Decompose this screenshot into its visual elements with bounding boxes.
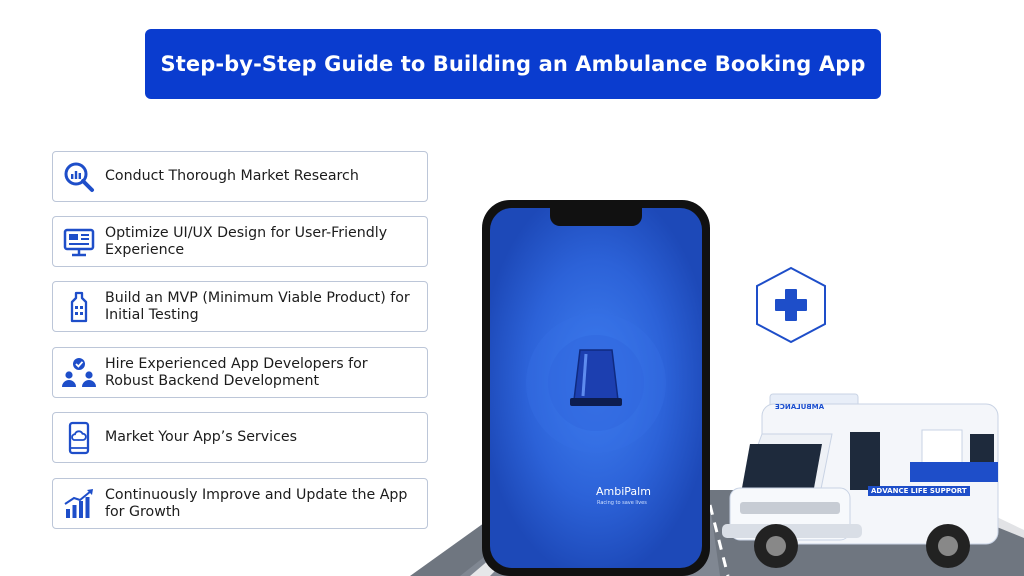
- marketing-icon: [53, 413, 105, 462]
- siren-icon: [570, 349, 622, 406]
- title-banner: Step-by-Step Guide to Building an Ambula…: [145, 29, 881, 99]
- step-label: Hire Experienced App Developers for Robu…: [105, 356, 368, 389]
- phone-tagline: Racing to save lives: [597, 500, 647, 506]
- step-item-growth: Continuously Improve and Update the App …: [52, 478, 428, 529]
- developers-icon: [53, 348, 105, 397]
- market-research-icon: [53, 152, 105, 201]
- medical-cross-icon: [756, 266, 826, 344]
- step-item-marketing: Market Your App’s Services: [52, 412, 428, 463]
- phone-mockup: [482, 200, 710, 576]
- illustration-scene: AmbiPalm Racing to save lives AMBULANCE …: [380, 130, 1024, 576]
- ui-ux-design-icon: [53, 217, 105, 266]
- page-title: Step-by-Step Guide to Building an Ambula…: [160, 52, 866, 76]
- growth-chart-icon: [53, 479, 105, 528]
- step-label: Market Your App’s Services: [105, 429, 298, 446]
- step-item-ui-ux: Optimize UI/UX Design for User-Friendly …: [52, 216, 428, 267]
- step-label: Optimize UI/UX Design for User-Friendly …: [105, 225, 388, 258]
- step-label: Build an MVP (Minimum Viable Product) fo…: [105, 290, 410, 323]
- ambulance-illustration: [722, 393, 999, 568]
- step-item-mvp: Build an MVP (Minimum Viable Product) fo…: [52, 281, 428, 332]
- step-label: Conduct Thorough Market Research: [105, 168, 359, 185]
- step-item-developers: Hire Experienced App Developers for Robu…: [52, 347, 428, 398]
- ambulance-side-text: ADVANCE LIFE SUPPORT: [868, 486, 970, 496]
- step-label: Continuously Improve and Update the App …: [105, 487, 408, 520]
- phone-brand: AmbiPalm: [596, 485, 651, 498]
- step-item-market-research: Conduct Thorough Market Research: [52, 151, 428, 202]
- ambulance-roof-text: AMBULANCE: [775, 403, 825, 411]
- mvp-icon: [53, 282, 105, 331]
